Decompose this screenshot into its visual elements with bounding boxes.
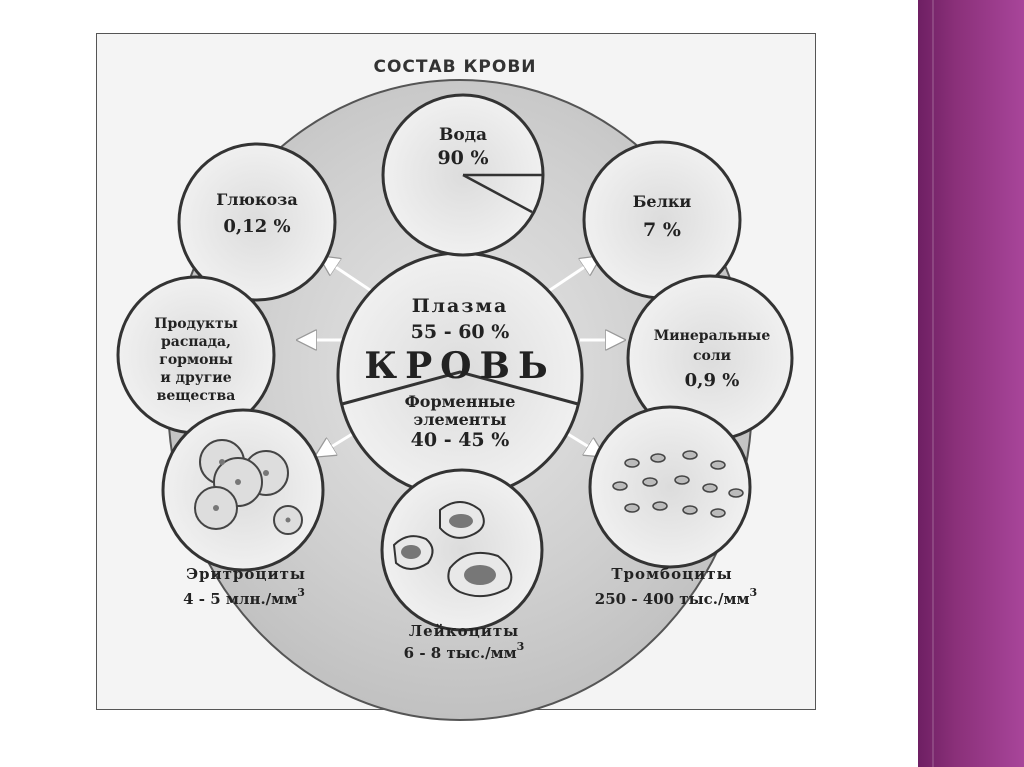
formed-elements-line1: Форменные: [405, 392, 516, 411]
platelet: [612, 481, 628, 491]
platelet: [650, 453, 666, 463]
platelets-circle: [588, 405, 752, 569]
leukocytes-label: Лейкоциты: [409, 622, 519, 640]
platelet: [674, 475, 690, 485]
platelet: [702, 483, 718, 493]
blood-title: КРОВЬ: [364, 345, 555, 387]
glucose-value: 0,12 %: [223, 216, 290, 237]
platelet: [652, 501, 668, 511]
minerals-line-1: Минеральные: [654, 328, 771, 344]
minerals-value: 0,9 %: [685, 370, 740, 391]
products-line-5: вещества: [157, 388, 236, 404]
platelets-value: 250 - 400 тыс./мм3: [595, 586, 757, 608]
platelet: [728, 488, 744, 498]
platelet: [624, 503, 640, 513]
leukocytes-circle: [380, 468, 544, 632]
side-band-line: [932, 0, 934, 767]
minerals-circle: Минеральные соли 0,9 %: [626, 274, 794, 442]
diagram-title: СОСТАВ КРОВИ: [373, 57, 536, 77]
erythrocytes-label: Эритроциты: [186, 565, 306, 583]
minerals-line-2: соли: [693, 348, 731, 364]
water-label: Вода: [439, 125, 487, 145]
water-circle: Вода 90 %: [381, 93, 545, 257]
products-line-2: распада,: [161, 334, 231, 350]
decorative-side-band: [918, 0, 1024, 767]
erythrocytes-circle: [161, 408, 325, 572]
glucose-label: Глюкоза: [216, 190, 298, 209]
glucose-circle: Глюкоза 0,12 %: [177, 142, 337, 302]
platelets-label: Тромбоциты: [611, 565, 732, 583]
platelet: [710, 460, 726, 470]
products-line-3: гормоны: [159, 352, 233, 368]
water-value: 90 %: [437, 147, 488, 169]
formed-elements-line2: элементы: [414, 410, 507, 429]
proteins-label: Белки: [633, 192, 692, 211]
products-line-4: и другие: [160, 370, 231, 386]
proteins-circle: Белки 7 %: [582, 140, 742, 300]
platelet: [682, 450, 698, 460]
formed-elements-value: 40 - 45 %: [411, 429, 510, 451]
platelet: [642, 477, 658, 487]
proteins-value: 7 %: [643, 219, 681, 241]
platelet: [682, 505, 698, 515]
leukocytes-value: 6 - 8 тыс./мм3: [404, 640, 525, 662]
products-circle: Продукты распада, гормоны и другие вещес…: [116, 275, 276, 435]
platelet: [710, 508, 726, 518]
center-blood-circle: Плазма 55 - 60 % КРОВЬ Форменные элемент…: [336, 251, 584, 499]
plasma-label: Плазма: [412, 295, 509, 317]
plasma-value: 55 - 60 %: [411, 321, 510, 343]
erythrocytes-value: 4 - 5 млн./мм3: [183, 586, 305, 608]
products-line-1: Продукты: [154, 316, 237, 332]
platelet: [624, 458, 640, 468]
